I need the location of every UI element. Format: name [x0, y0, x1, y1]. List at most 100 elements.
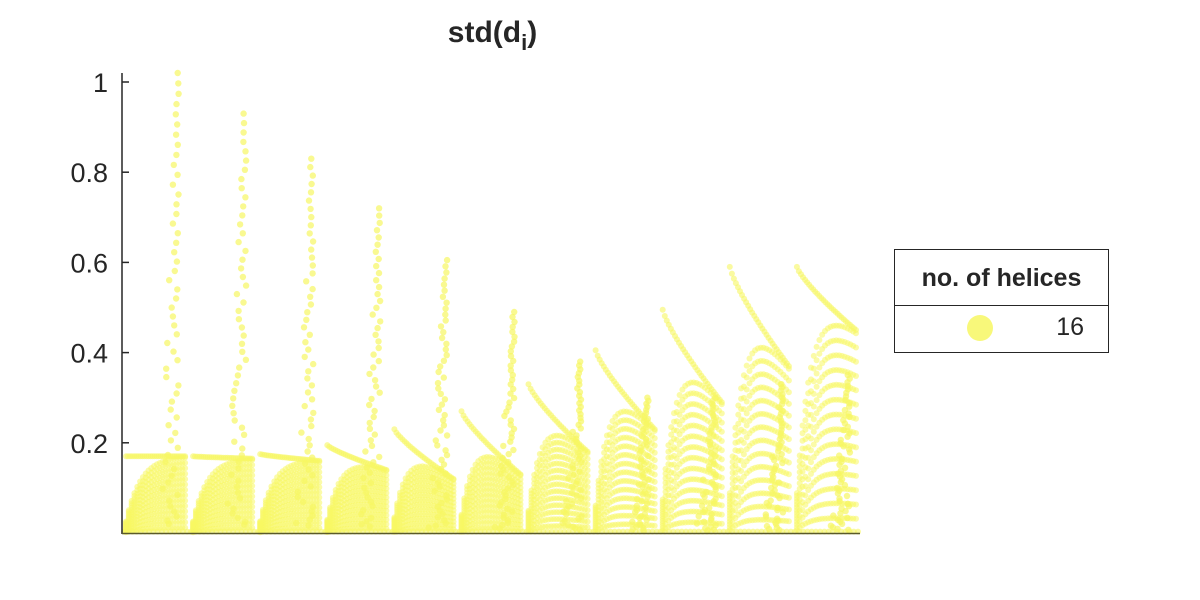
data-point [383, 503, 390, 510]
data-point [802, 417, 809, 424]
data-point [198, 490, 205, 497]
data-point [308, 213, 315, 221]
data-point [265, 489, 272, 496]
data-point [308, 180, 315, 188]
data-point [785, 494, 792, 501]
data-point [332, 487, 339, 493]
data-point [316, 519, 323, 526]
data-point [785, 483, 792, 490]
data-point [500, 511, 507, 518]
data-point [383, 498, 390, 505]
data-point [802, 407, 809, 414]
data-point [606, 424, 613, 431]
data-point [307, 163, 314, 171]
data-point [785, 459, 792, 466]
data-point [796, 463, 803, 470]
data-point [505, 450, 512, 458]
data-point [234, 489, 242, 496]
data-point [441, 517, 448, 524]
data-point [665, 448, 672, 455]
data-point [796, 480, 803, 487]
data-point [498, 462, 505, 470]
data-point [676, 392, 683, 398]
data-point [442, 305, 449, 312]
data-point [368, 514, 375, 522]
data-point [441, 411, 448, 419]
data-point [732, 439, 739, 446]
data-point [442, 470, 449, 477]
data-point [366, 419, 373, 427]
data-point [592, 347, 599, 354]
data-point [853, 358, 859, 365]
data-point [371, 377, 379, 384]
data-point [584, 495, 591, 502]
data-point [182, 513, 189, 520]
data-point [853, 344, 859, 351]
data-point [173, 151, 180, 159]
data-point [525, 507, 532, 514]
data-point [249, 514, 256, 521]
data-point [517, 505, 524, 512]
data-point [633, 502, 640, 509]
data-point [306, 331, 313, 338]
data-point [517, 488, 524, 495]
legend: no. of helices 16 [894, 249, 1109, 353]
data-point [375, 269, 383, 277]
data-point [249, 493, 256, 500]
data-point [229, 402, 236, 409]
data-point [645, 486, 652, 493]
data-point [165, 422, 172, 429]
data-point [643, 500, 651, 507]
data-point [182, 497, 189, 504]
data-point [841, 464, 849, 471]
data-point [240, 138, 247, 146]
data-point [301, 477, 308, 485]
data-point [504, 505, 511, 512]
data-point [584, 455, 591, 462]
data-point [500, 442, 507, 450]
data-point [805, 379, 812, 386]
data-point [231, 417, 238, 424]
data-point [718, 399, 725, 406]
data-point [437, 363, 444, 370]
data-point [195, 498, 202, 504]
data-point [662, 466, 669, 472]
data-point [718, 511, 725, 518]
data-point [371, 407, 378, 415]
data-point [712, 522, 719, 529]
data-point [233, 380, 240, 387]
data-point [174, 121, 181, 128]
data-point [511, 308, 518, 316]
data-point [383, 521, 390, 528]
data-point [838, 505, 845, 512]
data-point [182, 492, 189, 499]
data-point [517, 521, 524, 528]
data-point [584, 448, 591, 455]
data-point [735, 402, 742, 409]
data-point [718, 428, 725, 435]
data-point [171, 267, 178, 275]
data-point [308, 422, 315, 430]
data-points [121, 69, 861, 536]
data-point [796, 474, 803, 481]
data-point [249, 477, 256, 484]
data-point [659, 496, 666, 503]
data-point [383, 490, 390, 496]
data-point [164, 451, 172, 459]
data-point [718, 438, 725, 444]
data-point [239, 273, 247, 281]
data-point [651, 442, 658, 449]
data-point [568, 489, 576, 497]
data-point [703, 488, 710, 496]
data-point [174, 286, 181, 293]
data-point [167, 503, 174, 510]
data-point [853, 472, 859, 479]
data-point [440, 417, 447, 424]
data-point [438, 401, 446, 408]
data-point [785, 518, 792, 525]
data-point [363, 489, 370, 496]
data-point [316, 469, 323, 476]
data-point [434, 379, 442, 387]
data-point [437, 323, 445, 330]
data-point [644, 394, 651, 401]
